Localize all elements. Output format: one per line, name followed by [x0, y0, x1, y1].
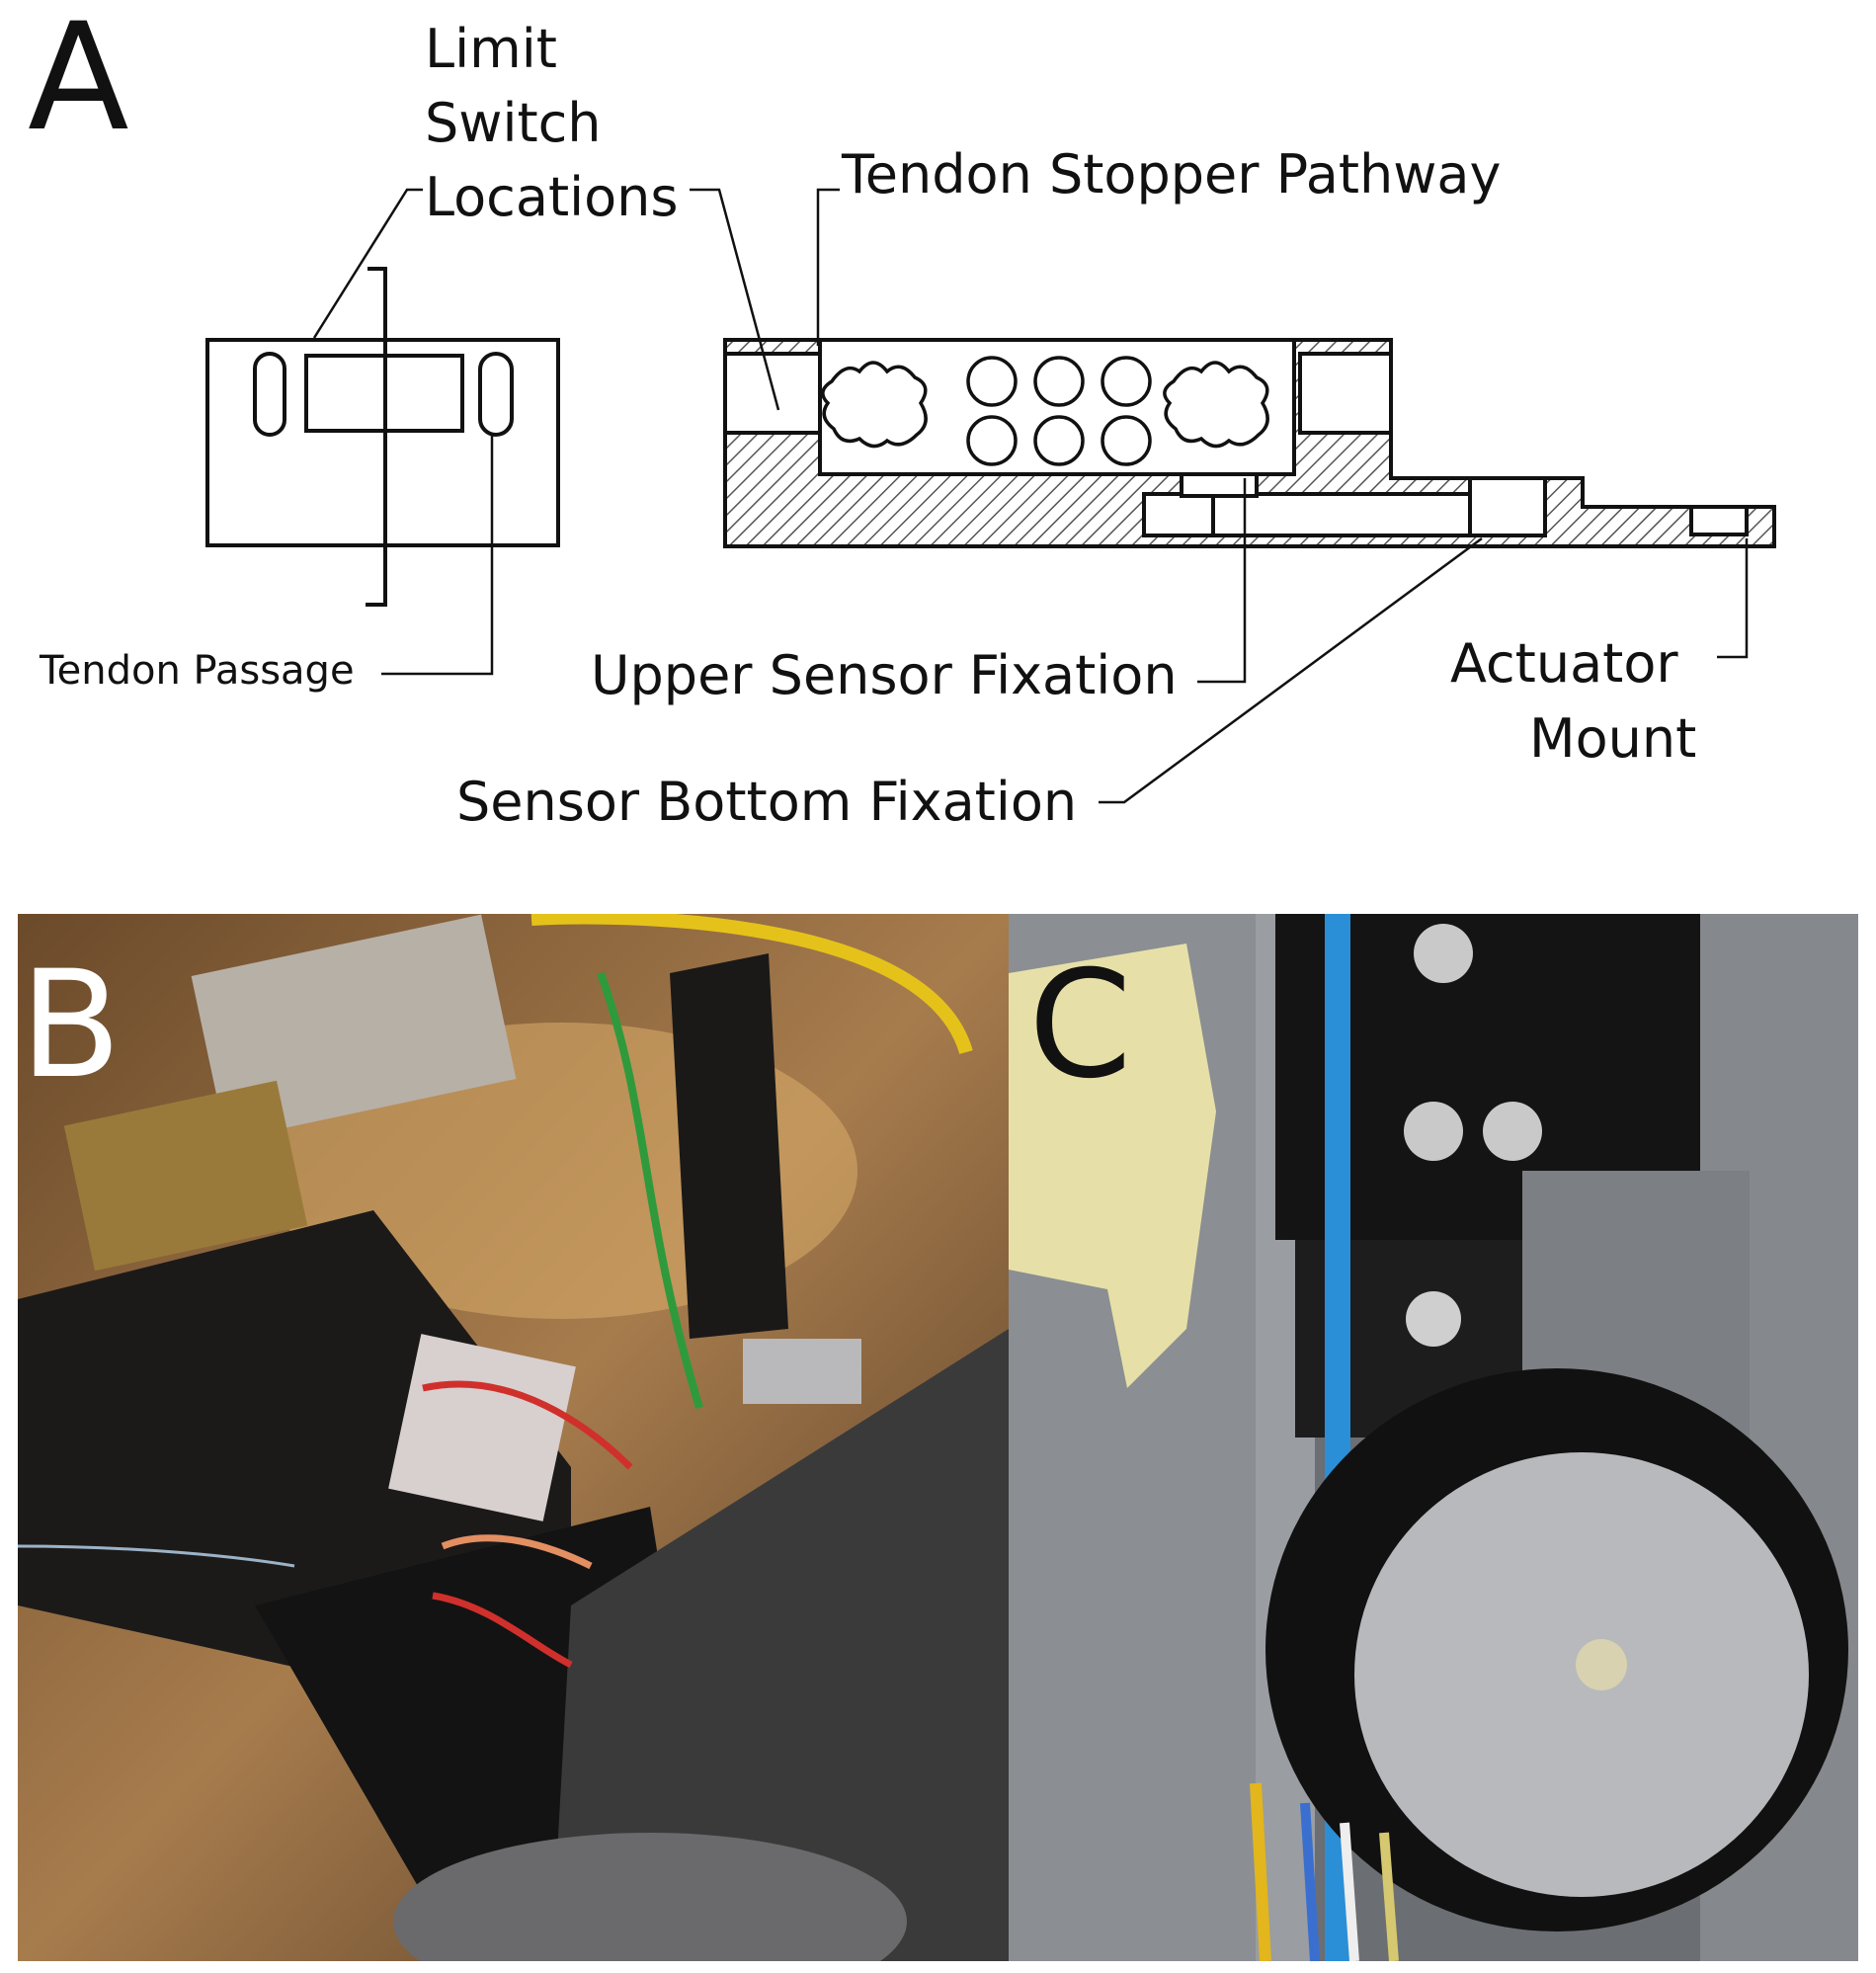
limit-switch-slot-left: [253, 352, 286, 437]
panel-a-letter: A: [28, 0, 129, 164]
tendon-passage-slot: [478, 352, 514, 437]
end-view-body: [205, 338, 560, 547]
tendon-stopper-shapes: [821, 356, 1269, 466]
panel-c-photo: C: [1009, 914, 1858, 1961]
upper-sensor-fixation-label: Upper Sensor Fixation: [591, 644, 1178, 706]
panel-c-letter: C: [1028, 940, 1132, 1111]
limit-switch-label-line2: Switch: [425, 92, 602, 154]
panel-b-letter: B: [20, 940, 122, 1111]
limit-switch-label-line1: Limit: [425, 18, 557, 80]
panel-a-drawing: A Limit Switch Locations Tendon Stopper …: [28, 0, 1776, 833]
actuator-mount-label-line2: Mount: [1529, 707, 1696, 770]
leader-lines-right: [690, 188, 1749, 804]
panel-b-photo-render: [18, 914, 1009, 1961]
sensor-bottom-fixation-label: Sensor Bottom Fixation: [456, 771, 1077, 833]
end-view: [205, 267, 560, 607]
panel-b-photo: B: [18, 914, 1009, 1961]
limit-switch-label-line3: Locations: [425, 166, 679, 228]
tendon-stopper-pathway-label: Tendon Stopper Pathway: [841, 143, 1501, 206]
panel-c-photo-render: [1009, 914, 1858, 1961]
actuator-mount-label-line1: Actuator: [1450, 632, 1678, 695]
tendon-passage-label: Tendon Passage: [39, 648, 355, 694]
leader-lines-left: [312, 188, 494, 676]
